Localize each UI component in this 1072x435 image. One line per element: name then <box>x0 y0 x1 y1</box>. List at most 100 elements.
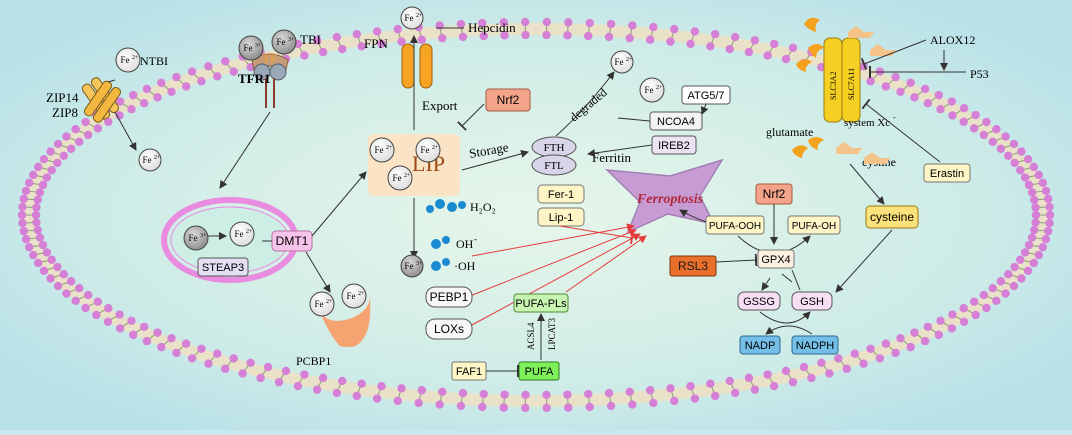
phospholipid-head <box>625 34 633 42</box>
phospholipid-head <box>246 359 254 367</box>
phospholipid-head <box>1021 173 1029 181</box>
phospholipid-head <box>770 382 778 390</box>
phospholipid-head <box>238 369 246 377</box>
phospholipid-head <box>46 147 54 155</box>
phospholipid-head <box>726 45 734 53</box>
phospholipid-head <box>1021 248 1029 256</box>
phospholipid-head <box>67 145 75 153</box>
phospholipid-head <box>924 99 932 107</box>
phospholipid-head <box>896 88 904 96</box>
phospholipid-head <box>959 304 967 312</box>
pcbp1-label: PCBP1 <box>296 354 331 368</box>
phospholipid-head <box>129 331 137 339</box>
phospholipid-head <box>418 36 426 44</box>
phospholipid-head <box>18 211 26 219</box>
ion-charge: 2+ <box>326 299 333 305</box>
phospholipid-head <box>789 378 797 386</box>
phospholipid-head <box>960 104 968 112</box>
phospholipid-head <box>906 79 914 87</box>
hepcidin-label: Hepcidin <box>468 20 516 35</box>
glutamate-label: glutamate <box>766 125 813 139</box>
phospholipid-head <box>959 118 967 126</box>
phospholipid-head <box>32 218 40 226</box>
phospholipid-head <box>649 399 657 407</box>
phospholipid-head <box>46 274 54 282</box>
ion-symbol: Fe <box>375 145 384 155</box>
phospholipid-head <box>1045 203 1053 211</box>
phospholipid-head <box>188 67 196 75</box>
phospholipid-head <box>22 235 30 243</box>
nrf2-label-right: Nrf2 <box>763 187 786 201</box>
phospholipid-head <box>763 370 771 378</box>
phospholipid-head <box>213 349 221 357</box>
phospholipid-head <box>859 360 867 368</box>
phospholipid-head <box>230 67 238 75</box>
ireb2-label: IREB2 <box>658 140 690 152</box>
phospholipid-head <box>81 304 89 312</box>
ion-charge: 2+ <box>132 55 139 61</box>
phospholipid-head <box>1030 163 1038 171</box>
ion-symbol: Fe <box>235 229 244 239</box>
loxs-label: LOXs <box>434 322 464 336</box>
phospholipid-head <box>373 27 381 35</box>
phospholipid-head <box>414 399 422 407</box>
phospholipid-head <box>971 111 979 119</box>
phospholipid-head <box>605 33 613 41</box>
phospholipid-head <box>789 44 797 52</box>
phospholipid-head <box>34 259 42 267</box>
phospholipid-head <box>1010 159 1018 167</box>
phospholipid-head <box>53 263 61 271</box>
phospholipid-head <box>319 48 327 56</box>
phospholipid-head <box>851 349 859 357</box>
phospholipid-head <box>172 73 180 81</box>
phospholipid-head <box>982 118 990 126</box>
phospholipid-head <box>1042 187 1050 195</box>
phospholipid-head <box>843 365 851 373</box>
phospholipid-head <box>167 88 175 96</box>
ion-charge: 2+ <box>154 155 161 161</box>
phospholipid-head <box>18 219 26 227</box>
phospholipid-head <box>935 331 943 339</box>
ion-symbol: Fe <box>393 173 402 183</box>
phospholipid-head <box>1031 203 1039 211</box>
phospholipid-head <box>745 48 753 56</box>
ion-charge: 3+ <box>200 233 207 239</box>
phospholipid-head <box>153 93 161 101</box>
phospholipid-head <box>1004 270 1012 278</box>
phospholipid-head <box>459 389 467 397</box>
phospholipid-head <box>338 45 346 53</box>
phospholipid-head <box>646 36 654 44</box>
phospholipid-head <box>333 33 341 41</box>
phospholipid-head <box>172 349 180 357</box>
phospholipid-head <box>910 93 918 101</box>
phospholipid-head <box>394 25 402 33</box>
phospholipid-head <box>1010 282 1018 290</box>
phospholipid-head <box>834 354 842 362</box>
phospholipid-head <box>104 318 112 326</box>
zip14-label: ZIP14 <box>46 90 79 105</box>
phospholipid-head <box>140 99 148 107</box>
phospholipid-head <box>84 131 92 139</box>
phospholipid-head <box>319 374 327 382</box>
phospholipid-head <box>353 392 361 400</box>
phospholipid-head <box>143 337 151 345</box>
phospholipid-head <box>670 25 678 33</box>
phospholipid-head <box>563 390 571 398</box>
phospholipid-head <box>586 403 594 411</box>
gsh-label: GSH <box>800 296 824 308</box>
nadp-label: NADP <box>745 340 776 352</box>
gssg-label: GSSG <box>743 296 775 308</box>
phospholipid-head <box>36 233 44 241</box>
ion-symbol: Fe <box>405 261 414 271</box>
phospholipid-head <box>358 380 366 388</box>
acsl4-label: ACSL4 <box>526 322 536 350</box>
phospholipid-head <box>997 145 1005 153</box>
phospholipid-head <box>1035 171 1043 179</box>
pufa-pls-label: PUFA-PLs <box>515 298 567 310</box>
phospholipid-head <box>971 311 979 319</box>
phospholipid-head <box>670 397 678 405</box>
rsl3-label: RSL3 <box>678 259 708 273</box>
